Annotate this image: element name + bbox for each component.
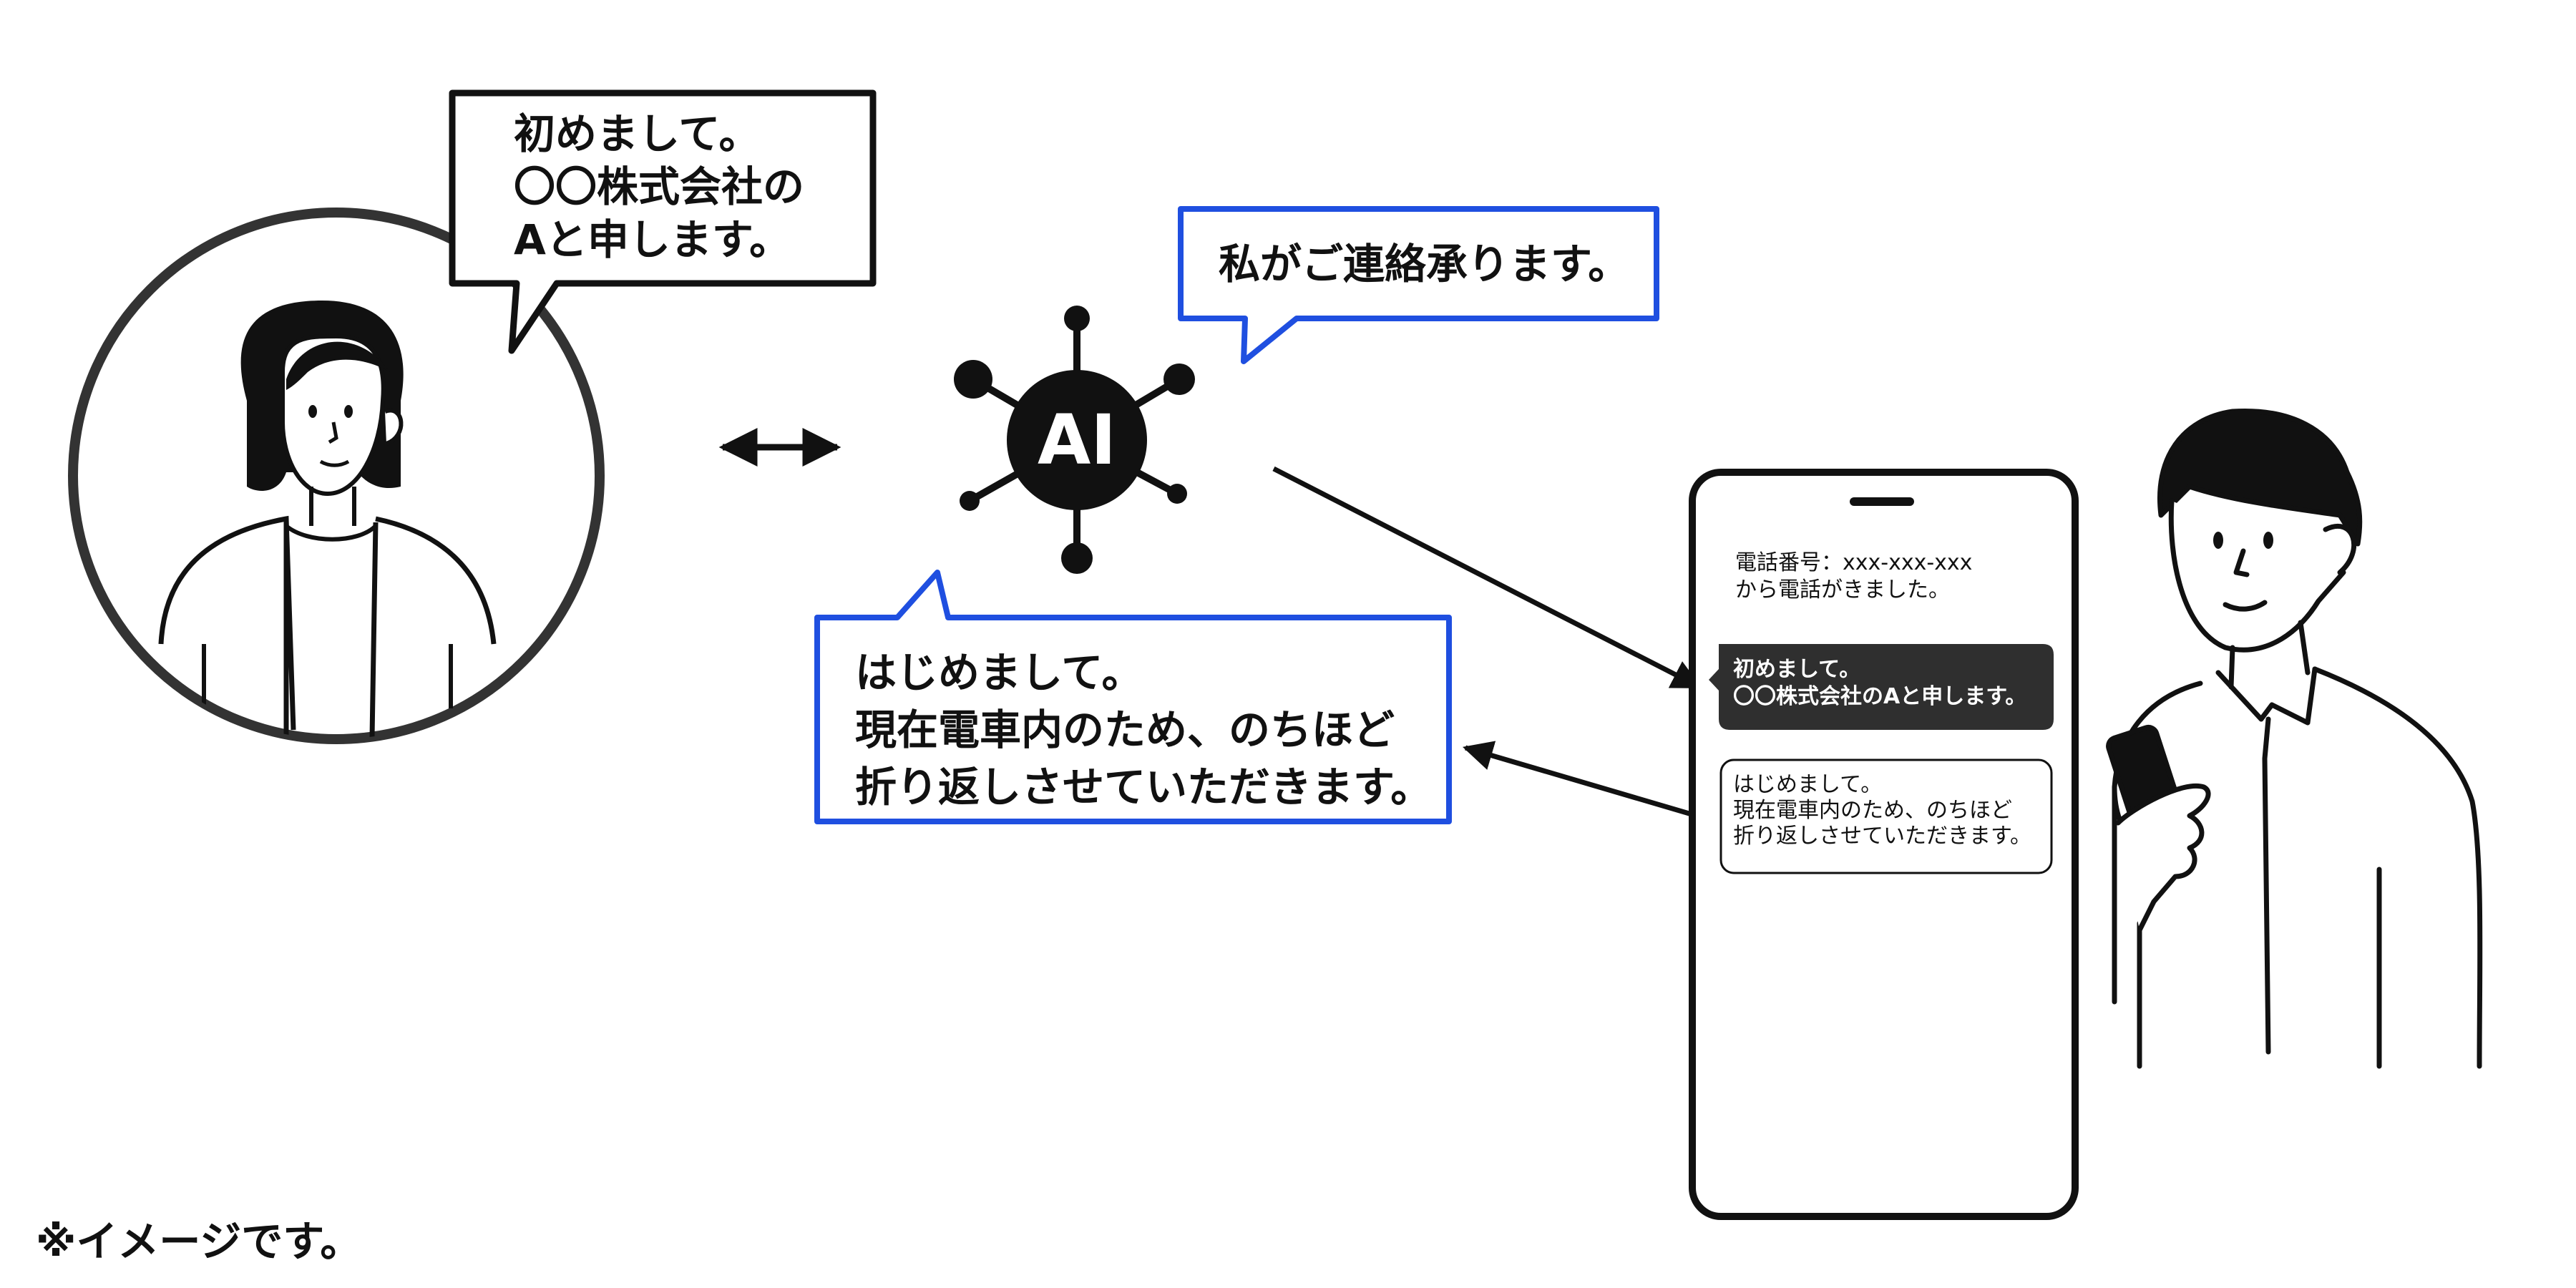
person-line-2: 〇〇株式会社の — [514, 162, 805, 211]
ai-icon-label: AI — [1037, 400, 1116, 480]
phone-incoming-message: 初めまして。〇〇株式会社のAと申します。 — [1733, 656, 2026, 711]
reply-msg-line-2: 現在電車内のため、のちほど — [1733, 798, 2012, 823]
ai-network-icon — [954, 306, 1195, 574]
reply-msg-line-3: 折り返しさせていただきます。 — [1733, 824, 2031, 849]
ai-speech-bubble — [1178, 206, 1659, 364]
person-line-3: Aと申します。 — [514, 215, 791, 264]
reply-speech-bubble — [814, 570, 1452, 824]
receiver-man-illustration — [2106, 408, 2483, 1069]
reply-speech-text: はじめまして。現在電車内のため、のちほど折り返しさせていただきます。 — [855, 644, 1432, 816]
ai-speech-text: 私がご連絡承ります。 — [1219, 240, 1630, 288]
reply-line-1: はじめまして。 — [855, 648, 1143, 697]
reply-line-2: 現在電車内のため、のちほど — [855, 706, 1395, 754]
caller-woman-illustration — [68, 208, 605, 744]
person-line-1: 初めまして。 — [514, 109, 761, 158]
arrow-phone-to-ai — [1462, 741, 1722, 826]
phone-notice-line-2: から電話がきました。 — [1735, 577, 1950, 602]
image-footnote: ※イメージです。 — [36, 1217, 362, 1266]
person-speech-bubble — [449, 89, 877, 354]
reply-line-3: 折り返しさせていただきます。 — [855, 763, 1433, 811]
smartphone — [1689, 469, 2079, 1220]
arrow-ai-to-phone — [1272, 466, 1702, 690]
incoming-line-1: 初めまして。 — [1733, 657, 1861, 682]
phone-notice-line-1: 電話番号：xxx-xxx-xxx — [1735, 550, 1973, 575]
incoming-line-2: 〇〇株式会社のAと申します。 — [1733, 684, 2027, 709]
phone-reply-message: はじめまして。現在電車内のため、のちほど折り返しさせていただきます。 — [1733, 772, 2031, 849]
reply-msg-line-1: はじめまして。 — [1733, 772, 1883, 797]
